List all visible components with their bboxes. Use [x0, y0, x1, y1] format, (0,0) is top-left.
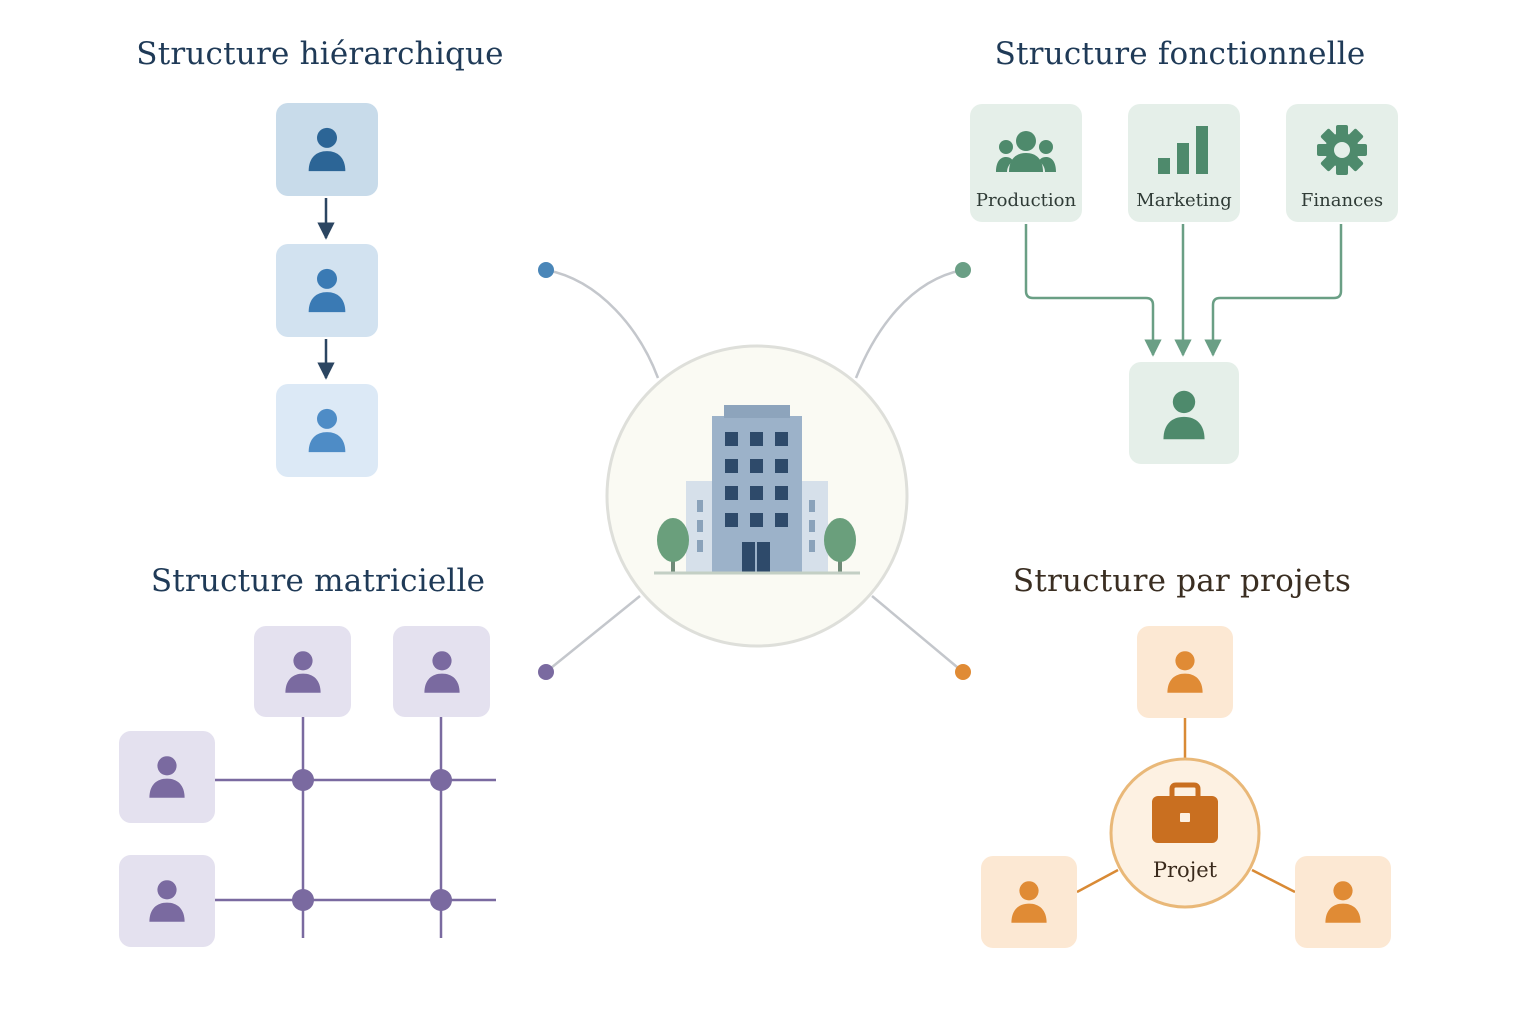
project-structure: Projet	[981, 626, 1391, 948]
dept-label-marketing: Marketing	[1136, 190, 1231, 211]
bar-chart-icon	[1158, 126, 1208, 174]
connector-dot-blue	[538, 262, 554, 278]
connector-hierarchical	[545, 268, 660, 379]
functional-structure: Production Marketing Finances	[970, 104, 1398, 464]
briefcase-icon	[1152, 782, 1218, 843]
project-member-left	[981, 856, 1077, 948]
dept-label-production: Production	[976, 190, 1077, 211]
people-group-icon	[996, 131, 1056, 172]
title-functional: Structure fonctionnelle	[994, 36, 1366, 72]
office-building-icon	[654, 405, 860, 575]
title-matrix: Structure matricielle	[150, 563, 486, 599]
matrix-card-row1	[119, 731, 215, 823]
project-hub-label: Projet	[1153, 858, 1218, 882]
connector-dot-purple	[538, 664, 554, 680]
matrix-card-row2	[119, 855, 215, 947]
hierarchical-structure	[276, 103, 378, 477]
hier-card-top	[276, 103, 378, 196]
project-member-top	[1137, 626, 1233, 718]
matrix-card-col1	[254, 626, 351, 717]
connector-matrix	[545, 595, 641, 673]
matrix-structure	[119, 626, 496, 947]
func-link	[1204, 224, 1343, 357]
matrix-nodes	[292, 769, 452, 911]
project-member-right	[1295, 856, 1391, 948]
center-connectors	[545, 268, 964, 673]
hier-card-middle	[276, 244, 378, 337]
hier-card-bottom	[276, 384, 378, 477]
dept-label-finances: Finances	[1301, 190, 1383, 211]
center-hub	[605, 344, 909, 648]
matrix-card-col2	[393, 626, 490, 717]
title-projects: Structure par projets	[1012, 563, 1352, 599]
title-hierarchical: Structure hiérarchique	[136, 36, 504, 72]
connector-projects	[871, 595, 964, 673]
connector-dot-green	[955, 262, 971, 278]
connector-dot-orange	[955, 664, 971, 680]
connector-functional	[854, 268, 964, 379]
func-link	[1024, 224, 1162, 357]
gear-icon	[1317, 125, 1367, 175]
